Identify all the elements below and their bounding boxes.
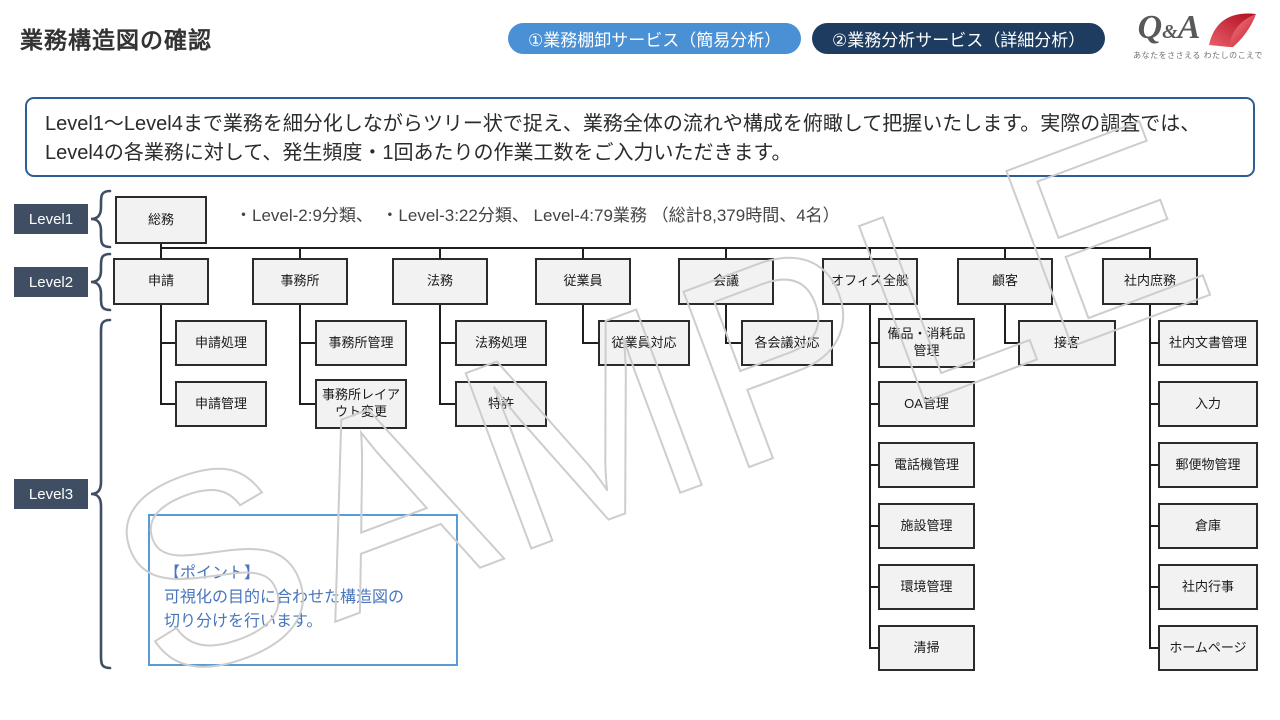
tree-node-level3: 電話機管理 [878,442,975,488]
connector-line [582,247,584,259]
level-brace [90,252,112,312]
logo-tagline: あなたをささえる わたしのこえで [1133,51,1263,60]
tree-node-level3: 事務所管理 [315,320,407,366]
tree-node-level3: 倉庫 [1158,503,1258,549]
level1-label: Level1 [14,204,88,234]
connector-line [870,525,878,527]
tree-node-level2: 会議 [678,258,774,305]
connector-line [726,342,741,344]
connector-line [1150,586,1158,588]
tree-node-level3: 申請管理 [175,381,267,427]
connector-line [1004,247,1006,259]
tree-node-level3: 清掃 [878,625,975,671]
tree-node-level3: 接客 [1018,320,1116,366]
tree-node-level2: 申請 [113,258,209,305]
connector-line [870,403,878,405]
level-brace [90,318,112,670]
connector-line [870,464,878,466]
tree-node-level2: 社内庶務 [1102,258,1198,305]
tree-node-level3: 法務処理 [455,320,547,366]
connector-line [1005,342,1018,344]
tree-node-level3: 備品・消耗品 管理 [878,318,975,368]
connector-line [725,247,727,259]
connector-line [870,586,878,588]
connector-line [299,305,301,405]
point-box-title: 【ポイント】 [164,565,261,582]
tree-node-level3: 施設管理 [878,503,975,549]
connector-line [870,647,878,649]
connector-line [300,403,315,405]
level-brace [90,189,112,249]
connector-line [870,342,878,344]
point-box-line1: 可視化の目的に合わせた構造図の [164,589,405,606]
connector-line [869,305,871,649]
tree-node-level3: 申請処理 [175,320,267,366]
tree-node-root: 総務 [115,196,207,244]
tree-node-level2: 従業員 [535,258,631,305]
connector-line [160,244,162,249]
connector-line [1150,403,1158,405]
connector-line [1149,305,1151,649]
tree-node-level3: 事務所レイア ウト変更 [315,379,407,429]
connector-line [160,247,162,259]
tree-node-level2: 顧客 [957,258,1053,305]
connector-line [161,342,175,344]
tree-node-level3: 従業員対応 [598,320,690,366]
tree-node-level3: 社内文書管理 [1158,320,1258,366]
connector-line [869,247,871,259]
tree-node-level2: オフィス全般 [822,258,918,305]
tree-node-level3: 環境管理 [878,564,975,610]
connector-line [439,247,441,259]
badge-service-1: ①業務棚卸サービス（簡易分析） [508,23,802,54]
connector-line [725,305,727,344]
connector-line [160,247,1151,249]
level3-label: Level3 [14,479,88,509]
description-box: Level1～Level4まで業務を細分化しながらツリー状で捉え、業務全体の流れ… [25,97,1255,177]
connector-line [161,403,175,405]
tree-node-level3: 社内行事 [1158,564,1258,610]
tree-node-level3: 各会議対応 [741,320,833,366]
logo-text: Q&A [1137,9,1201,46]
tree-node-level3: 郵便物管理 [1158,442,1258,488]
badge-service-2: ②業務分析サービス（詳細分析） [812,23,1106,54]
connector-line [300,342,315,344]
logo-swoosh-icon [1209,13,1257,47]
tree-node-level2: 法務 [392,258,488,305]
point-box: 【ポイント】 可視化の目的に合わせた構造図の 切り分けを行います。 [148,514,458,666]
connector-line [583,342,598,344]
tree-node-level3: ホームページ [1158,625,1258,671]
connector-line [1004,305,1006,344]
tree-node-level3: 特許 [455,381,547,427]
connector-line [440,403,455,405]
level2-label: Level2 [14,267,88,297]
connector-line [1150,464,1158,466]
tree-node-level3: OA管理 [878,381,975,427]
tree-node-level3: 入力 [1158,381,1258,427]
company-logo: Q&A あなたをささえる わたしのこえで [1122,8,1274,61]
connector-line [1150,647,1158,649]
point-box-line2: 切り分けを行います。 [164,613,323,630]
connector-line [299,247,301,259]
connector-line [1149,247,1151,259]
connector-line [1150,342,1158,344]
connector-line [582,305,584,344]
connector-line [440,342,455,344]
page-title: 業務構造図の確認 [20,27,212,53]
connector-line [439,305,441,405]
connector-line [160,305,162,405]
connector-line [1150,525,1158,527]
tree-node-level2: 事務所 [252,258,348,305]
tree-annotation: ・Level-2:9分類、 ・Level-3:22分類、 Level-4:79業… [235,206,840,225]
